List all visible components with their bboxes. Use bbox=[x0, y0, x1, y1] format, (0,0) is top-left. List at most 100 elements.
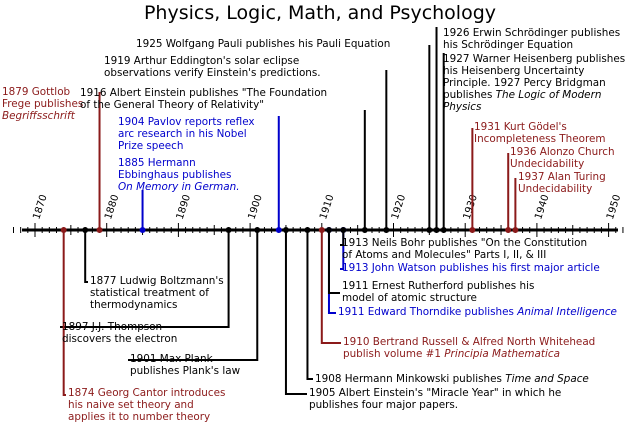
event-label-line: arc research in his Nobel bbox=[118, 128, 247, 140]
event-label: 1911 Edward Thorndike publishes Animal I… bbox=[338, 306, 617, 318]
event-label: 1905 Albert Einstein's "Miracle Year" in… bbox=[309, 387, 561, 411]
event-connector bbox=[320, 230, 341, 344]
event-label-line: 1913 John Watson publishes his first maj… bbox=[342, 262, 600, 274]
event-label-italic: Animal Intelligence bbox=[517, 306, 617, 318]
tick-label: 1930 bbox=[462, 193, 480, 221]
event-label-line: Principle. 1927 Percy Bridgman bbox=[443, 77, 606, 89]
tick-label: 1880 bbox=[103, 193, 121, 221]
event-label: 1910 Bertrand Russell & Alfred North Whi… bbox=[343, 336, 595, 360]
tick-label: 1900 bbox=[246, 193, 264, 221]
event-label-line: 1911 Edward Thorndike publishes Animal I… bbox=[338, 306, 617, 318]
event-marker bbox=[254, 227, 261, 233]
event-label-line: applies it to number theory bbox=[68, 411, 211, 423]
event-label-line: of the General Theory of Relativity" bbox=[80, 99, 265, 111]
event-connector bbox=[60, 230, 230, 328]
event-label-line: 1908 Hermann Minkowski publishes Time an… bbox=[315, 373, 589, 385]
tick-label: 1940 bbox=[533, 193, 551, 221]
event-label: 1908 Hermann Minkowski publishes Time an… bbox=[315, 373, 589, 385]
event-label-line: 1927 Warner Heisenberg publishes bbox=[443, 53, 626, 65]
event-connector bbox=[327, 230, 340, 294]
event-label-line: 1901 Max Plank bbox=[130, 353, 213, 365]
event-label-italic: Time and Space bbox=[505, 373, 589, 385]
event-connector bbox=[128, 230, 259, 361]
tick-label: 1950 bbox=[605, 193, 623, 221]
event-marker bbox=[275, 227, 282, 233]
tick-label: 1920 bbox=[390, 193, 408, 221]
event-label-line: 1904 Pavlov reports reflex bbox=[118, 116, 255, 128]
event-label-line: statistical treatment of bbox=[90, 287, 209, 299]
event-label-line: his Heisenberg Uncertainty bbox=[443, 65, 585, 77]
event-label-line: 1931 Kurt Gödel's bbox=[474, 121, 567, 133]
event-label-line: 1874 Georg Cantor introduces bbox=[68, 387, 226, 399]
event-label-line: Prize speech bbox=[118, 140, 184, 152]
event-label-line: 1926 Erwin Schrödinger publishes bbox=[443, 27, 621, 39]
event-label-line: model of atomic structure bbox=[342, 292, 477, 304]
event-label: 1913 John Watson publishes his first maj… bbox=[342, 262, 600, 274]
event-connector bbox=[306, 230, 313, 380]
event-connector bbox=[340, 230, 345, 246]
event-marker bbox=[139, 227, 146, 233]
event-marker bbox=[318, 227, 325, 233]
event-label-italic: Principia Mathematica bbox=[444, 348, 560, 360]
event-label-line: 1885 Hermann bbox=[118, 157, 196, 169]
event-label-line: Undecidability bbox=[510, 158, 585, 170]
event-label-line: publishes The Logic of Modern bbox=[443, 89, 602, 101]
event-label-line: publishes four major papers. bbox=[309, 399, 459, 411]
event-connector bbox=[84, 230, 88, 283]
event-label-line: thermodynamics bbox=[90, 299, 178, 311]
tick-label: 1890 bbox=[175, 193, 193, 221]
event-label-line: 1925 Wolfgang Pauli publishes his Pauli … bbox=[136, 38, 391, 50]
event-connector bbox=[284, 230, 307, 395]
event-label-line: 1913 Neils Bohr publishes "On the Consti… bbox=[342, 237, 588, 249]
event-marker bbox=[426, 227, 433, 233]
event-label-line: publish volume #1 Principia Mathematica bbox=[343, 348, 560, 360]
event-marker bbox=[96, 227, 103, 233]
event-connector bbox=[327, 230, 336, 314]
event-marker bbox=[325, 227, 332, 233]
event-marker bbox=[512, 227, 519, 233]
tick-label: 1910 bbox=[318, 193, 336, 221]
event-label-line: 1897 J.J. Thompson bbox=[62, 321, 163, 333]
event-label-line: 1937 Alan Turing bbox=[518, 171, 606, 183]
event-label-line: his naive set theory and bbox=[68, 399, 194, 411]
event-label-line: Ebbinghaus publishes bbox=[118, 169, 232, 181]
event-marker bbox=[340, 227, 347, 233]
event-marker bbox=[225, 227, 232, 233]
event-label-line: discovers the electron bbox=[62, 333, 178, 345]
event-label-italic: Physics bbox=[443, 101, 482, 113]
event-connector bbox=[62, 230, 66, 396]
event-marker bbox=[433, 227, 440, 233]
event-marker bbox=[505, 227, 512, 233]
event-label-line: his Schrödinger Equation bbox=[443, 39, 574, 51]
event-marker bbox=[361, 227, 368, 233]
event-label-line: 1910 Bertrand Russell & Alfred North Whi… bbox=[343, 336, 596, 348]
event-label-italic: The Logic of Modern bbox=[495, 89, 602, 101]
event-marker bbox=[282, 227, 289, 233]
event-label-line: 1911 Ernest Rutherford publishes his bbox=[342, 280, 535, 292]
event-marker bbox=[469, 227, 476, 233]
event-label: 1925 Wolfgang Pauli publishes his Pauli … bbox=[136, 38, 390, 50]
event-label-line: publishes Plank's law bbox=[130, 365, 241, 377]
event-marker bbox=[60, 227, 67, 233]
event-label-line: Frege publishes bbox=[2, 98, 84, 110]
event-label-line: Incompleteness Theorem bbox=[474, 133, 606, 145]
tick-label: 1870 bbox=[31, 193, 49, 221]
event-label-italic: On Memory in German. bbox=[118, 181, 240, 193]
event-label-line: observations verify Einstein's predictio… bbox=[104, 67, 321, 79]
event-label-line: Undecidability bbox=[518, 183, 593, 195]
event-marker bbox=[304, 227, 311, 233]
